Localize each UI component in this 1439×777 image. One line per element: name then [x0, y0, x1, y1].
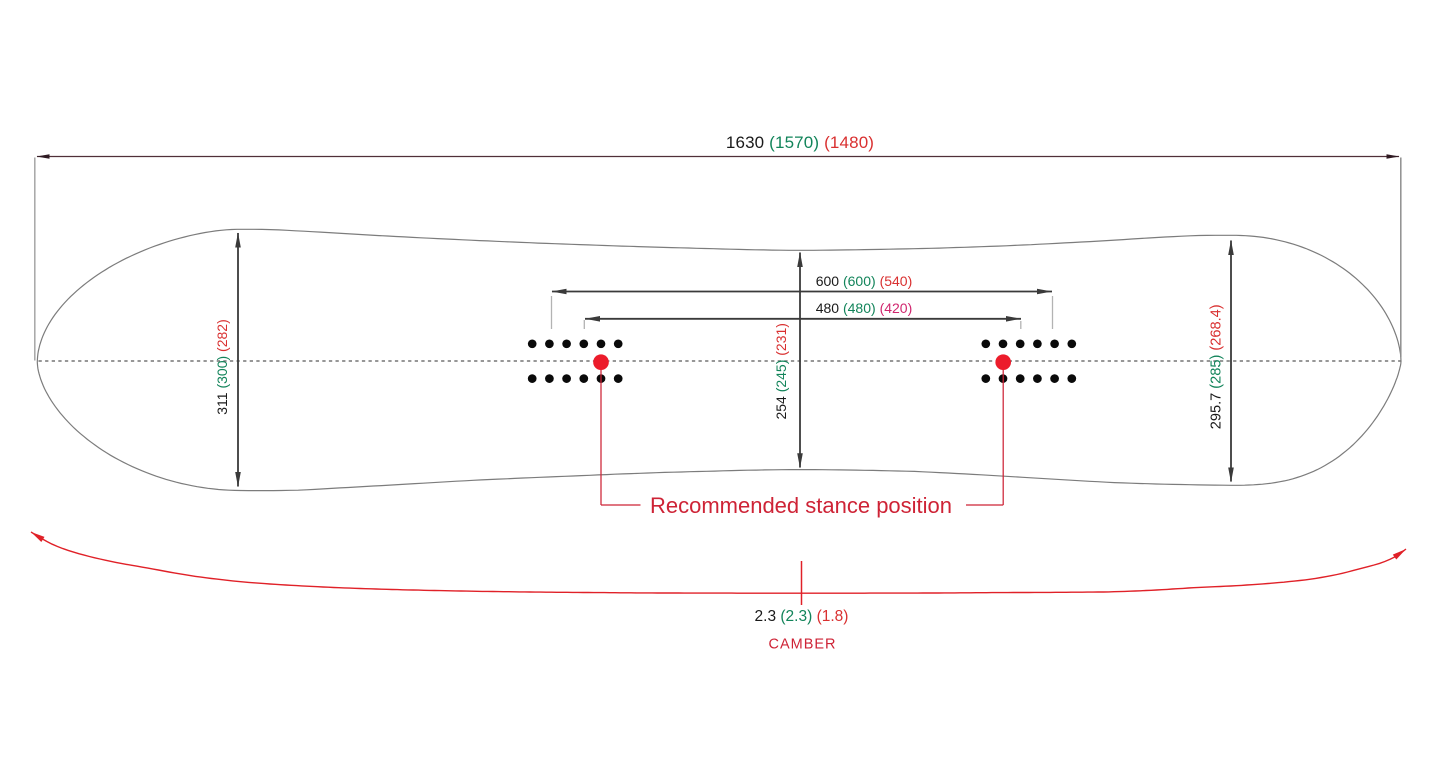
- svg-text:CAMBER: CAMBER: [768, 637, 836, 653]
- svg-text:480 (480) (420): 480 (480) (420): [816, 300, 913, 316]
- svg-text:Recommended stance position: Recommended stance position: [650, 493, 952, 518]
- svg-text:600 (600) (540): 600 (600) (540): [816, 273, 913, 289]
- svg-text:254 (245) (231): 254 (245) (231): [773, 323, 789, 420]
- svg-text:311 (300) (282): 311 (300) (282): [214, 319, 230, 414]
- svg-text:1630 (1570) (1480): 1630 (1570) (1480): [726, 133, 874, 152]
- svg-text:295.7 (285) (268.4): 295.7 (285) (268.4): [1209, 304, 1225, 429]
- svg-text:2.3 (2.3) (1.8): 2.3 (2.3) (1.8): [755, 608, 849, 625]
